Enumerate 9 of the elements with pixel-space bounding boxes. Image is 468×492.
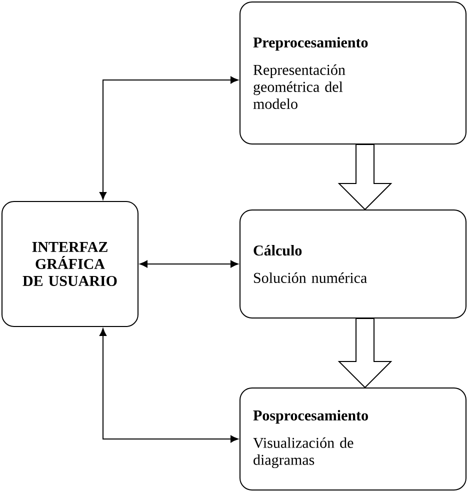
process-box: Posprocesamiento Visualización de diagramas (240, 388, 466, 490)
process-box: Cálculo Solución numérica (240, 210, 466, 318)
process-box: Preprocesamiento Representación geométrica del modelo (240, 2, 466, 144)
arrow (140, 260, 238, 268)
arrow (99, 76, 238, 200)
block-arrow (338, 144, 392, 210)
block-arrow (338, 318, 392, 388)
arrow (99, 328, 238, 443)
process-box: INTERFAZ GRÁFICA DE USUARIO (2, 201, 138, 327)
